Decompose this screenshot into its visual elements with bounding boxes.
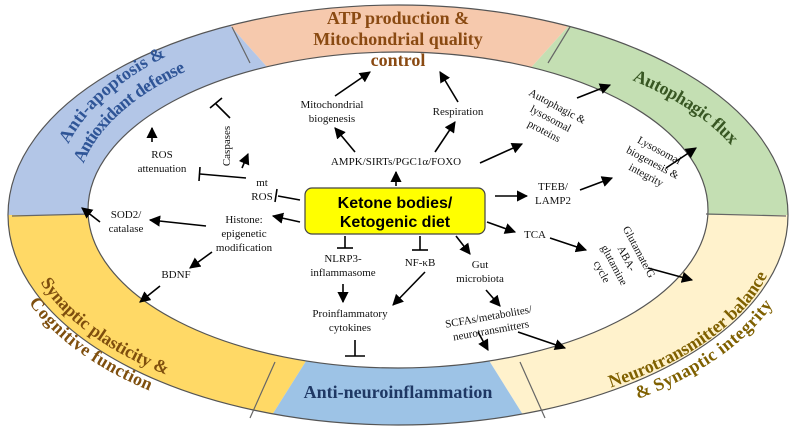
arrow-glutamate-to-nt xyxy=(647,267,694,283)
mito-biogenesis-line1: Mitochondrial xyxy=(301,99,364,111)
arrow-tfeb-to-lysosomal xyxy=(579,176,614,191)
tfeb-line2: LAMP2 xyxy=(535,195,571,207)
inhib-mtros-to-rosatt-stem xyxy=(199,173,247,179)
band-bottom-label: Anti-neuroinflammation xyxy=(304,382,493,402)
arrow-ampk-to-autophagic xyxy=(479,143,524,164)
node-nlrp3: NLRP3- inflammasome xyxy=(310,253,375,279)
arrow-histone-to-bdnf xyxy=(189,251,213,269)
histone-line2: epigenetic xyxy=(221,228,266,240)
inhib-caspases-bar xyxy=(209,97,223,109)
arrow-gut-to-scfa xyxy=(485,289,501,307)
arrow-histone-to-sod2 xyxy=(148,215,207,227)
band-top-line2: Mitochondrial quality xyxy=(313,29,483,49)
arrow-ampk-to-mito xyxy=(334,127,356,153)
arrow-center-to-histone xyxy=(271,212,301,224)
arrow-ampk-to-respiration xyxy=(434,121,456,153)
node-tfeb: TFEB/ LAMP2 xyxy=(535,181,571,207)
node-gut: Gut microbiota xyxy=(456,259,504,285)
node-proinflammatory: Proinflammatory cytokines xyxy=(312,308,388,334)
band-separators xyxy=(11,26,787,419)
band-top-line3: control xyxy=(371,50,426,70)
histone-line3: modification xyxy=(216,242,273,254)
inhib-center-to-mtros-stem xyxy=(277,195,301,201)
node-sod2: SOD2/ catalase xyxy=(109,209,144,235)
inhib-mtros-to-rosatt-bar xyxy=(198,166,201,182)
mito-biogenesis-line2: biogenesis xyxy=(309,113,355,125)
arrow-bdnf-to-synaptic xyxy=(139,285,161,303)
tfeb-line1: TFEB/ xyxy=(538,181,569,193)
mt-ros-line2: ROS xyxy=(251,191,272,203)
band-top-label: ATP production & Mitochondrial quality c… xyxy=(313,8,483,70)
arrow-nfkb-to-cytokines xyxy=(392,271,426,306)
node-histone: Histone: epigenetic modification xyxy=(216,214,273,254)
node-tca: TCA xyxy=(524,229,546,241)
activation-arrows xyxy=(81,71,697,351)
center-line2: Ketogenic diet xyxy=(340,214,451,231)
node-respiration: Respiration xyxy=(433,106,484,118)
mt-ros-line1: mt xyxy=(256,177,268,189)
nlrp3-line2: inflammasome xyxy=(310,267,375,279)
inhib-center-to-mtros-bar xyxy=(274,188,278,203)
arrow-autophagic-to-flux xyxy=(576,83,612,99)
proinflammatory-line1: Proinflammatory xyxy=(312,308,388,320)
arrow-sod2-to-antioxidant xyxy=(81,207,101,223)
node-ros-attenuation: ROS attenuation xyxy=(138,149,187,175)
ros-attenuation-line1: ROS xyxy=(151,149,172,161)
node-nfkb: NF-κB xyxy=(405,257,436,269)
node-ampk: AMPK/SIRTs/PGC1α/FOXO xyxy=(331,156,461,168)
arrow-respiration-to-atp xyxy=(439,71,459,103)
arrow-mtros-to-caspases xyxy=(238,152,250,169)
arrow-scfa-to-nt xyxy=(517,331,567,351)
inhibition-lines xyxy=(198,97,428,357)
node-bdnf: BDNF xyxy=(161,269,190,281)
center-line1: Ketone bodies/ xyxy=(338,195,453,212)
arrow-mito-to-atp xyxy=(334,71,371,97)
inhib-caspases-stem xyxy=(215,103,231,119)
outer-ring-outline xyxy=(7,4,789,426)
nlrp3-line1: NLRP3- xyxy=(324,253,362,265)
sod2-line2: catalase xyxy=(109,223,144,235)
arrow-lysosomal-to-flux xyxy=(665,147,697,169)
node-caspases: Caspases xyxy=(221,126,233,166)
histone-line1: Histone: xyxy=(225,214,262,226)
node-mito-biogenesis: Mitochondrial biogenesis xyxy=(301,99,364,125)
proinflammatory-line2: cytokines xyxy=(329,322,371,334)
arrow-center-to-gut xyxy=(455,235,471,255)
arrow-tca-to-glutamate xyxy=(549,237,588,253)
sod2-line1: SOD2/ xyxy=(111,209,143,221)
band-top-line1: ATP production & xyxy=(327,8,469,28)
arrow-center-to-tca xyxy=(486,221,517,234)
center-box xyxy=(304,187,486,235)
arrow-scfa-to-bottom xyxy=(477,331,489,351)
ros-attenuation-line2: attenuation xyxy=(138,163,187,175)
node-mt-ros: mt ROS xyxy=(251,177,272,203)
gut-line2: microbiota xyxy=(456,273,504,285)
gut-line1: Gut xyxy=(472,259,489,271)
